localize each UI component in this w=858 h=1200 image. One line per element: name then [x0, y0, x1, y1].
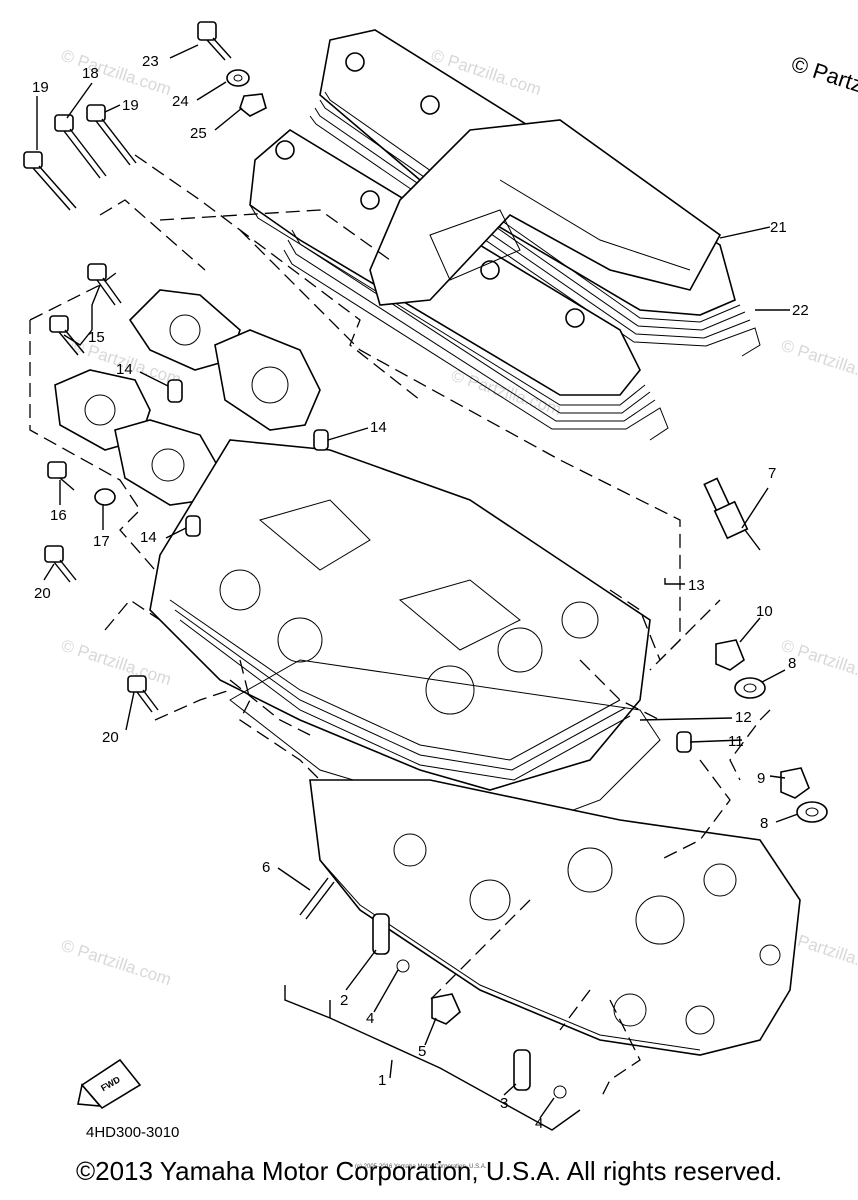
watermark: © Partzilla.com: [59, 636, 174, 689]
bolt-19-right: [86, 104, 137, 166]
callout-6: 6: [262, 859, 270, 876]
bolt-15-lower: [49, 315, 85, 356]
washer-8-upper: [734, 677, 766, 699]
washer-24: [226, 69, 250, 87]
callout-14: 14: [116, 361, 133, 378]
callout-19: 19: [122, 97, 139, 114]
cam-cap: [214, 329, 321, 431]
bolt-20-lower: [127, 675, 159, 713]
spark-plug-7: [703, 477, 761, 551]
lifter-3: [513, 1049, 531, 1091]
bolt-20-upper: [44, 545, 77, 583]
callout-17: 17: [93, 533, 110, 550]
assembly-lines: [29, 154, 771, 1101]
callout-7: 7: [768, 465, 776, 482]
callout-22: 22: [792, 302, 809, 319]
dowel-pin-14: [167, 379, 183, 403]
callout-16: 16: [50, 507, 67, 524]
callout-18: 18: [82, 65, 99, 82]
clip-4-lower: [553, 1085, 567, 1099]
stud-bolt-6: [299, 877, 335, 920]
callout-20: 20: [102, 729, 119, 746]
cylinder-block-body: [309, 779, 801, 1056]
watermark: © Partzilla.com: [779, 336, 858, 389]
washer-8-lower: [796, 801, 828, 823]
callout-2: 2: [340, 992, 348, 1009]
callout-24: 24: [172, 93, 189, 110]
camshaft-cap-group: [54, 289, 321, 506]
callout-4: 4: [366, 1010, 374, 1027]
footer-copyright: ©2013 Yamaha Motor Corporation, U.S.A. A…: [75, 1156, 783, 1186]
bolt-15-upper: [87, 263, 122, 306]
callout-15: 15: [88, 329, 105, 346]
callout-8: 8: [788, 655, 796, 672]
bolt-16: [47, 461, 75, 491]
fastener-parts: FWD: [23, 21, 828, 1110]
callout-1: 1: [378, 1072, 386, 1089]
cap-nut-9: [780, 767, 810, 799]
washer-17: [94, 488, 116, 506]
callout-23: 23: [142, 53, 159, 70]
callout-19: 19: [32, 79, 49, 96]
lifter-2: [372, 913, 390, 955]
callout-25: 25: [190, 125, 207, 142]
cap-nut-10: [715, 639, 745, 671]
callout-8: 8: [760, 815, 768, 832]
bolt-23: [197, 21, 232, 61]
cylinder-head-body: [149, 439, 651, 791]
callout-3: 3: [500, 1095, 508, 1112]
forward-arrow-icon: FWD: [77, 1058, 142, 1110]
head-cover-bridge: [369, 119, 722, 306]
leader-lines: [36, 44, 799, 1131]
callout-13: 13: [688, 577, 705, 594]
cylinder-head: [149, 439, 651, 791]
callout-14: 14: [140, 529, 157, 546]
callout-21: 21: [770, 219, 787, 236]
callout-4: 4: [535, 1115, 543, 1132]
dowel-pin-14: [313, 429, 329, 451]
tiny-credit: (c) 2005-2016 Yamaha Motor Corporation, …: [355, 1164, 487, 1170]
callout-9: 9: [757, 770, 765, 787]
corner-watermark: © Partz: [788, 51, 858, 98]
bolt-18: [54, 114, 107, 179]
watermark: © Partzilla.com: [59, 936, 174, 989]
plug-5: [431, 993, 461, 1025]
callout-labels: 19 18 19 23 24 25 21 22 15 14 14 14 16 1…: [32, 53, 809, 1132]
callout-12: 12: [735, 709, 752, 726]
clip-4-upper: [396, 959, 410, 973]
callout-5: 5: [418, 1043, 426, 1060]
callout-14: 14: [370, 419, 387, 436]
reference-code: 4HD300-3010: [86, 1124, 179, 1141]
callout-20: 20: [34, 585, 51, 602]
callout-10: 10: [756, 603, 773, 620]
nut-25: [239, 93, 267, 117]
cylinder-block: [309, 779, 801, 1056]
bolt-19-left: [23, 151, 77, 211]
cylinder-head-cover-group: [249, 29, 761, 441]
fitting-11: [676, 731, 692, 753]
callout-11: 11: [728, 733, 744, 750]
dowel-pin-14: [185, 515, 201, 537]
